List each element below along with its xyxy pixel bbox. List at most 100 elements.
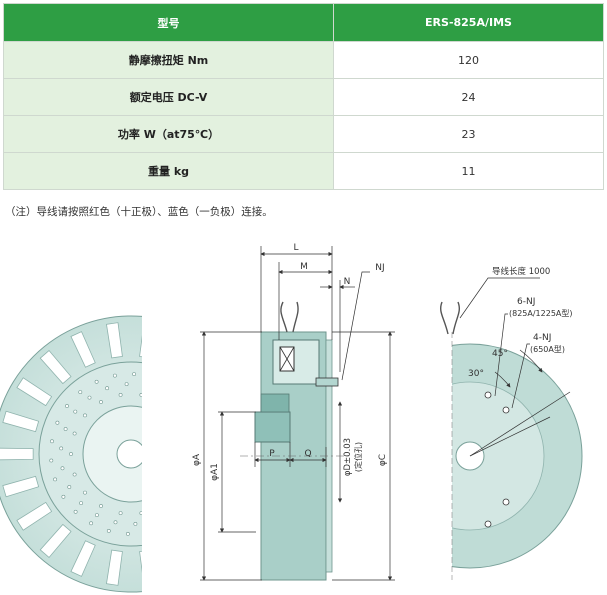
front-hub — [82, 405, 142, 503]
spec-row-voltage: 额定电压 DC-V 24 — [3, 78, 604, 116]
cooling-slot — [39, 349, 72, 385]
hole-4nj-models: (650A型) — [530, 345, 565, 354]
bolt-hole — [186, 473, 189, 476]
spec-label-weight: 重量 kg — [3, 152, 334, 190]
spec-row-torque: 静摩擦扭矩 Nm 120 — [3, 41, 604, 79]
bolt-hole — [126, 531, 130, 536]
rear-hole-3 — [502, 498, 510, 506]
cooling-slot — [2, 410, 40, 433]
cooling-slot — [16, 501, 53, 531]
dim-M: M — [300, 262, 308, 272]
bolt-hole — [63, 427, 68, 431]
bolt-hole — [175, 491, 178, 494]
spec-label-torque: 静摩擦扭矩 Nm — [3, 41, 334, 79]
cooling-slot — [223, 411, 259, 431]
rear-lead-wire-2 — [452, 301, 461, 335]
bolt-hole — [179, 403, 182, 406]
bolt-hole — [99, 504, 103, 508]
bolt-hole — [198, 438, 201, 441]
bolt-hole — [59, 446, 64, 451]
cooling-slot — [167, 541, 191, 577]
spec-row-power: 功率 W（at75℃） 23 — [3, 115, 604, 153]
lead-wire-2 — [292, 301, 299, 333]
cooling-slot — [2, 475, 40, 498]
cooling-slot — [210, 378, 245, 406]
cooling-slot — [16, 377, 53, 407]
bolt-hole — [79, 501, 84, 506]
bolt-hole — [185, 395, 188, 398]
bolt-hole — [132, 372, 137, 377]
bolt-hole — [78, 390, 83, 395]
bolt-hole — [186, 432, 189, 435]
brake-drawing: L M N NJ P Q φA φA1 φD±0.03 (定位孔) φC — [0, 243, 583, 593]
dim-phiC: φC — [378, 454, 388, 466]
spec-value-voltage: 24 — [333, 78, 604, 116]
dim-NJ: NJ — [375, 263, 384, 273]
bolt-hole — [105, 386, 110, 391]
front-bore — [116, 439, 142, 469]
bolt-hole — [133, 521, 138, 526]
bolt-hole — [106, 528, 111, 533]
side-hub — [254, 411, 291, 443]
dim-phiA: φA — [192, 453, 202, 466]
bolt-hole — [83, 490, 87, 495]
bolt-hole — [175, 414, 178, 417]
rear-hole-1 — [484, 391, 492, 399]
rear-disc-ring — [452, 381, 545, 531]
bolt-hole — [203, 484, 206, 487]
bolt-hole — [67, 485, 72, 489]
bolt-hole — [145, 384, 148, 387]
dim-phiD-note: (定位孔) — [353, 442, 363, 472]
bolt-hole — [95, 513, 99, 518]
bolt-hole — [53, 477, 58, 482]
bolt-hole — [169, 383, 172, 386]
hole-6nj-label: 6-NJ — [517, 297, 535, 307]
cooling-slot — [139, 334, 142, 358]
bolt-hole — [113, 520, 118, 525]
dim-N: N — [344, 277, 351, 287]
cooling-slot — [223, 476, 259, 496]
bolt-hole — [153, 518, 156, 521]
bolt-hole — [193, 500, 196, 503]
side-hub-collar — [260, 393, 290, 413]
cooling-slot — [106, 322, 123, 359]
bolt-hole — [73, 409, 78, 414]
front-cooling-slots — [0, 322, 259, 586]
spec-header-model: ERS-825A/IMS — [333, 3, 604, 42]
bolt-hole — [139, 393, 142, 397]
bolt-hole — [94, 379, 99, 384]
bolt-hole — [99, 400, 103, 404]
lead-length-label: 导线长度 1000 — [492, 266, 550, 277]
front-view — [0, 315, 259, 593]
bolt-hole — [60, 466, 65, 471]
rear-hole-2 — [502, 406, 510, 414]
bolt-hole — [113, 373, 117, 378]
cooling-slot — [191, 351, 222, 384]
bolt-hole — [139, 511, 142, 515]
dim-Q: Q — [304, 449, 311, 459]
spec-label-power: 功率 W（at75℃） — [3, 115, 334, 153]
bolt-hole — [171, 509, 174, 512]
spec-header-label: 型号 — [3, 3, 334, 42]
hole-4nj-label: 4-NJ — [533, 333, 551, 343]
spec-table: 型号 ERS-825A/IMS 静摩擦扭矩 Nm 120 额定电压 DC-V 2… — [3, 3, 604, 190]
bolt-hole — [164, 391, 167, 394]
dim-phiD: φD±0.03 — [343, 438, 353, 476]
bolt-hole — [61, 494, 66, 499]
hole-6nj-models: (825A/1225A型) — [509, 309, 573, 318]
cooling-slot — [0, 447, 34, 461]
front-bolt-holes — [49, 372, 206, 536]
spec-header-row: 型号 ERS-825A/IMS — [3, 3, 604, 42]
bolt-hole — [83, 413, 87, 418]
rear-view: 导线长度 1000 45° 30° 6-NJ (825A/1225A型) 4-N… — [439, 266, 583, 580]
cooling-slot — [191, 524, 222, 557]
bolt-hole — [49, 458, 54, 463]
dim-P: P — [269, 449, 275, 459]
bolt-hole — [152, 376, 155, 379]
mounting-screw — [315, 377, 339, 387]
cooling-slot — [167, 332, 191, 368]
rear-lead-wire-1 — [439, 301, 449, 335]
bolt-hole — [89, 521, 94, 526]
cooling-slot — [39, 523, 72, 559]
